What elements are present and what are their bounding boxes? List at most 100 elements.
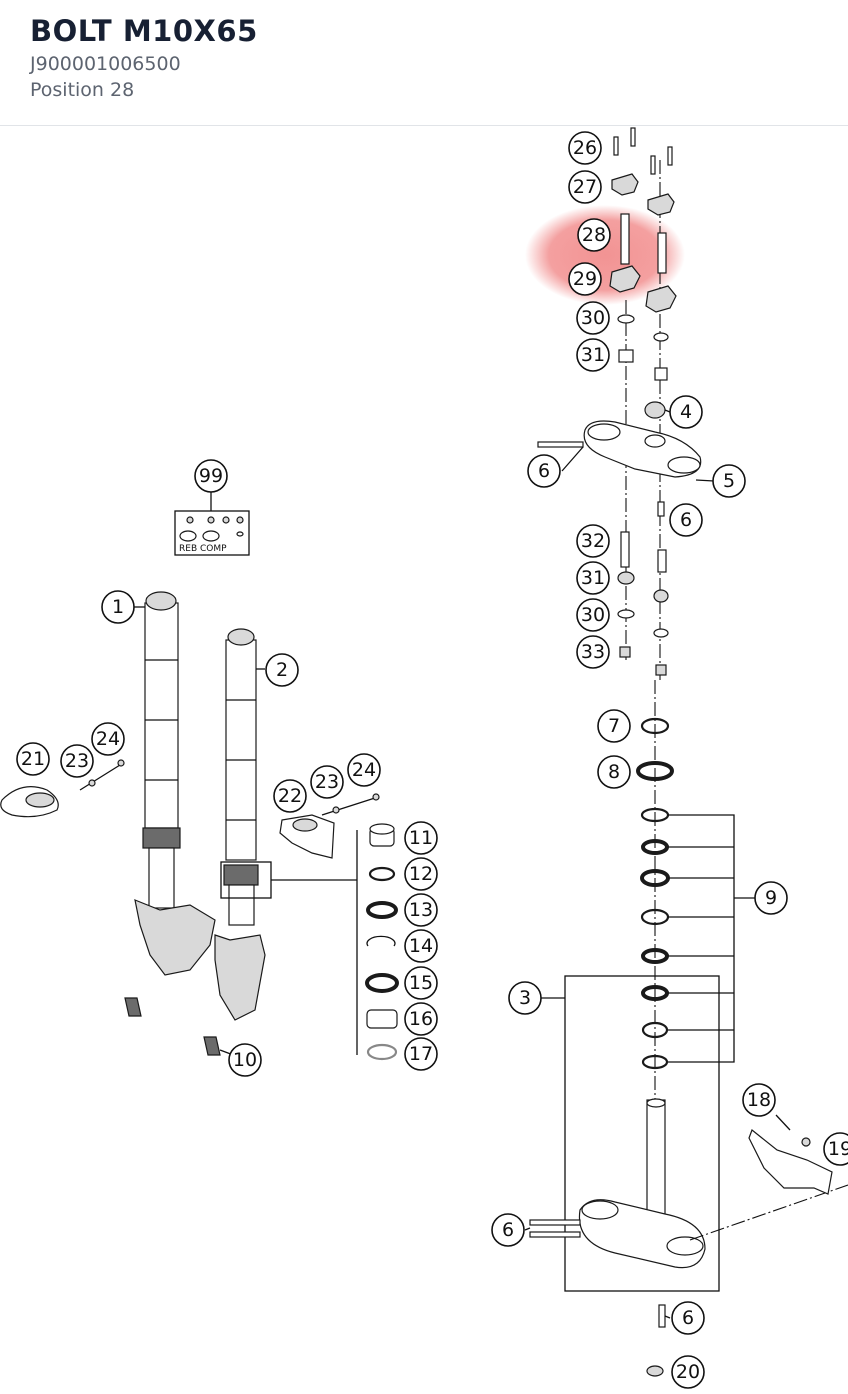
- callout-5[interactable]: 5: [712, 464, 746, 498]
- svg-text:1: 1: [112, 596, 124, 618]
- leader-lines: [133, 409, 791, 1319]
- svg-text:20: 20: [676, 1361, 700, 1383]
- fork-leg-2: [203, 628, 266, 1056]
- bolt-28-group: [620, 213, 667, 274]
- svg-text:7: 7: [608, 715, 620, 737]
- callout-11[interactable]: 11: [404, 821, 438, 855]
- svg-text:11: 11: [409, 827, 433, 849]
- svg-text:15: 15: [409, 972, 433, 994]
- callout-32[interactable]: 32: [576, 524, 610, 558]
- callout-31-b[interactable]: 31: [576, 561, 610, 595]
- bearing-set-9: [640, 807, 756, 1070]
- svg-text:33: 33: [581, 641, 605, 663]
- svg-text:6: 6: [682, 1307, 694, 1329]
- callout-6-a[interactable]: 6: [527, 454, 561, 488]
- callout-24-b[interactable]: 24: [347, 753, 381, 787]
- group-box-3: [564, 975, 720, 1292]
- callout-12[interactable]: 12: [404, 857, 438, 891]
- callout-21[interactable]: 21: [16, 742, 50, 776]
- callout-9[interactable]: 9: [754, 881, 788, 915]
- part-99-box: REB COMP: [174, 510, 250, 556]
- svg-text:6: 6: [538, 460, 550, 482]
- svg-text:6: 6: [680, 509, 692, 531]
- svg-text:24: 24: [96, 728, 120, 750]
- svg-text:30: 30: [581, 307, 605, 329]
- callout-33[interactable]: 33: [576, 635, 610, 669]
- callout-23[interactable]: 23: [60, 744, 94, 778]
- callout-10[interactable]: 10: [228, 1043, 262, 1077]
- callout-99[interactable]: 99: [194, 459, 228, 493]
- callout-18[interactable]: 18: [742, 1083, 776, 1117]
- callout-8[interactable]: 8: [597, 755, 631, 789]
- callout-24[interactable]: 24: [91, 722, 125, 756]
- callout-17[interactable]: 17: [404, 1037, 438, 1071]
- clamp-29-group: [609, 265, 677, 313]
- position-label: Position 28: [30, 79, 135, 101]
- callout-15[interactable]: 15: [404, 966, 438, 1000]
- reb-comp-label: REB COMP: [179, 544, 227, 554]
- callout-14[interactable]: 14: [404, 929, 438, 963]
- svg-text:17: 17: [409, 1043, 433, 1065]
- selected-part-highlight: [525, 205, 685, 305]
- svg-text:31: 31: [581, 344, 605, 366]
- clamp-27-group: [611, 173, 675, 216]
- svg-text:24: 24: [352, 759, 376, 781]
- upper-triple-clamp: [537, 420, 702, 478]
- callout-27[interactable]: 27: [568, 170, 602, 204]
- callout-6-b[interactable]: 6: [669, 503, 703, 537]
- callout-1[interactable]: 1: [101, 590, 135, 624]
- callout-30-b[interactable]: 30: [576, 598, 610, 632]
- svg-text:31: 31: [581, 567, 605, 589]
- lower-triple-clamp: [529, 1098, 706, 1328]
- seal-kit-parts: [365, 823, 399, 1061]
- svg-text:23: 23: [315, 771, 339, 793]
- svg-text:28: 28: [582, 224, 606, 246]
- exploded-parts-diagram: REB COMP 26 27 28 29 30 31 4 6 5 6 32 31…: [0, 127, 848, 1390]
- svg-text:4: 4: [680, 401, 692, 423]
- svg-text:2: 2: [276, 659, 288, 681]
- callout-4[interactable]: 4: [669, 395, 703, 429]
- callout-19[interactable]: 19: [823, 1132, 848, 1166]
- svg-text:12: 12: [409, 863, 433, 885]
- svg-text:9: 9: [765, 887, 777, 909]
- callout-23-b[interactable]: 23: [310, 765, 344, 799]
- svg-text:23: 23: [65, 750, 89, 772]
- svg-text:18: 18: [747, 1089, 771, 1111]
- callout-6-c[interactable]: 6: [491, 1213, 525, 1247]
- svg-text:5: 5: [723, 470, 735, 492]
- callout-22[interactable]: 22: [273, 779, 307, 813]
- svg-text:10: 10: [233, 1049, 257, 1071]
- svg-text:32: 32: [581, 530, 605, 552]
- fork-leg-1: [124, 591, 216, 1017]
- callout-30[interactable]: 30: [576, 301, 610, 335]
- callout-31[interactable]: 31: [576, 338, 610, 372]
- svg-text:3: 3: [519, 987, 531, 1009]
- svg-text:16: 16: [409, 1008, 433, 1030]
- bracket-22: [279, 814, 335, 859]
- callout-13[interactable]: 13: [404, 893, 438, 927]
- callout-26[interactable]: 26: [568, 131, 602, 165]
- svg-text:19: 19: [828, 1138, 848, 1160]
- svg-text:22: 22: [278, 785, 302, 807]
- svg-text:8: 8: [608, 761, 620, 783]
- bracket-21: [0, 786, 59, 818]
- callout-16[interactable]: 16: [404, 1002, 438, 1036]
- page-title: BOLT M10X65: [30, 14, 258, 48]
- svg-text:14: 14: [409, 935, 433, 957]
- callout-6-d[interactable]: 6: [671, 1301, 705, 1335]
- callout-7[interactable]: 7: [597, 709, 631, 743]
- diagram-canvas: REB COMP 26 27 28 29 30 31 4 6 5 6 32 31…: [0, 127, 848, 1389]
- bracket-18: [748, 1129, 833, 1195]
- callout-29[interactable]: 29: [568, 262, 602, 296]
- svg-text:29: 29: [573, 268, 597, 290]
- callout-3[interactable]: 3: [508, 981, 542, 1015]
- callout-20[interactable]: 20: [671, 1355, 705, 1389]
- part-number: J900001006500: [30, 53, 181, 75]
- callout-28[interactable]: 28: [577, 218, 611, 252]
- svg-text:30: 30: [581, 604, 605, 626]
- svg-text:27: 27: [573, 176, 597, 198]
- callout-2[interactable]: 2: [265, 653, 299, 687]
- svg-text:99: 99: [199, 465, 223, 487]
- svg-text:26: 26: [573, 137, 597, 159]
- svg-text:13: 13: [409, 899, 433, 921]
